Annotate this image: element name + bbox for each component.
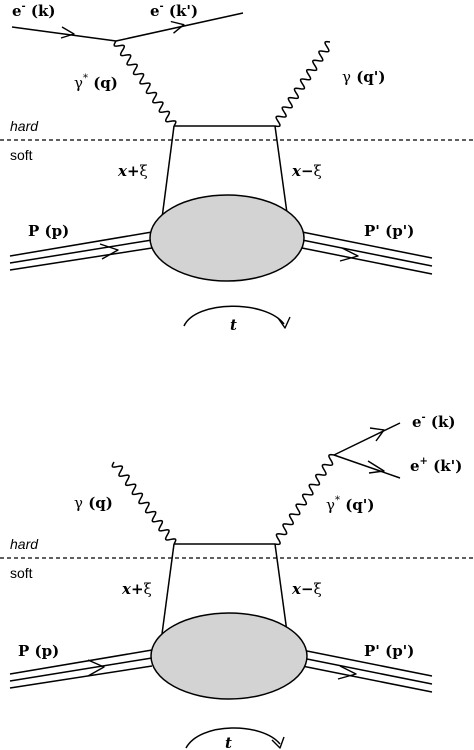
bottom-t-arrowhead bbox=[271, 736, 285, 749]
bottom-right-parton-line bbox=[274, 543, 288, 633]
bottom-label-soft: soft bbox=[10, 565, 33, 581]
bottom-virtual-photon-line bbox=[274, 453, 335, 546]
bottom-diagram: γ (q) γ* (q') e- (k) e+ (k') hard soft x… bbox=[0, 412, 474, 750]
top-incoming-electron-line bbox=[11, 26, 117, 42]
top-diagram: e- (k) e- (k') γ* (q) γ (q') hard soft x… bbox=[0, 1, 474, 334]
bottom-label-x-minus-xi: x−ξ bbox=[291, 580, 322, 598]
top-outgoing-electron-arrow bbox=[170, 20, 185, 34]
top-label-t: t bbox=[230, 316, 237, 334]
top-outgoing-electron-line bbox=[115, 12, 244, 42]
bottom-gpd-blob bbox=[150, 612, 308, 700]
top-label-electron-out: e- (k') bbox=[150, 1, 198, 20]
bottom-label-positron: e+ (k') bbox=[410, 456, 462, 475]
bottom-label-virtual-photon: γ* (q') bbox=[326, 495, 374, 514]
bottom-real-photon-line bbox=[111, 461, 177, 545]
top-label-proton-out: P' (p') bbox=[364, 222, 414, 240]
bottom-label-electron: e- (k) bbox=[412, 412, 456, 431]
bottom-electron-line bbox=[333, 422, 401, 456]
top-outgoing-proton-lines bbox=[301, 231, 433, 275]
bottom-label-proton-in: P (p) bbox=[18, 642, 59, 660]
bottom-label-hard: hard bbox=[10, 536, 39, 552]
bottom-positron-line bbox=[333, 454, 401, 479]
top-label-real-photon: γ (q') bbox=[342, 68, 385, 86]
bottom-label-proton-out: P' (p') bbox=[364, 642, 414, 660]
top-label-x-minus-xi: x−ξ bbox=[291, 162, 322, 180]
top-t-arrowhead bbox=[277, 316, 291, 329]
top-outgoing-proton-arrow bbox=[339, 247, 359, 262]
bottom-label-x-plus-xi: x+ξ bbox=[121, 580, 152, 598]
top-virtual-photon-line bbox=[113, 40, 177, 127]
bottom-label-t: t bbox=[225, 734, 232, 750]
top-t-arrow-arc bbox=[183, 305, 285, 327]
top-left-parton-line bbox=[161, 125, 175, 219]
top-gpd-blob bbox=[149, 194, 305, 282]
bottom-t-arrow-arc bbox=[185, 727, 281, 749]
bottom-label-real-photon: γ (q) bbox=[74, 494, 113, 512]
bottom-incoming-proton-arrow bbox=[87, 659, 105, 677]
top-right-parton-line bbox=[274, 125, 288, 214]
top-label-soft: soft bbox=[10, 147, 33, 163]
top-incoming-proton-lines bbox=[9, 231, 153, 271]
bottom-left-parton-line bbox=[161, 543, 175, 635]
top-label-hard: hard bbox=[10, 118, 39, 134]
top-real-photon-line bbox=[274, 40, 331, 128]
top-incoming-electron-arrow bbox=[60, 26, 75, 39]
top-label-x-plus-xi: x+ξ bbox=[117, 162, 148, 180]
top-label-electron-in: e- (k) bbox=[12, 1, 56, 20]
bottom-outgoing-proton-arrow bbox=[337, 665, 357, 680]
top-label-virtual-photon: γ* (q) bbox=[74, 73, 118, 92]
top-incoming-proton-arrow bbox=[99, 243, 119, 260]
bottom-positron-arrow bbox=[367, 460, 385, 474]
bottom-electron-arrow bbox=[369, 427, 385, 442]
top-label-proton-in: P (p) bbox=[28, 222, 69, 240]
bottom-outgoing-proton-lines bbox=[301, 649, 433, 693]
bottom-incoming-proton-lines bbox=[9, 649, 153, 689]
